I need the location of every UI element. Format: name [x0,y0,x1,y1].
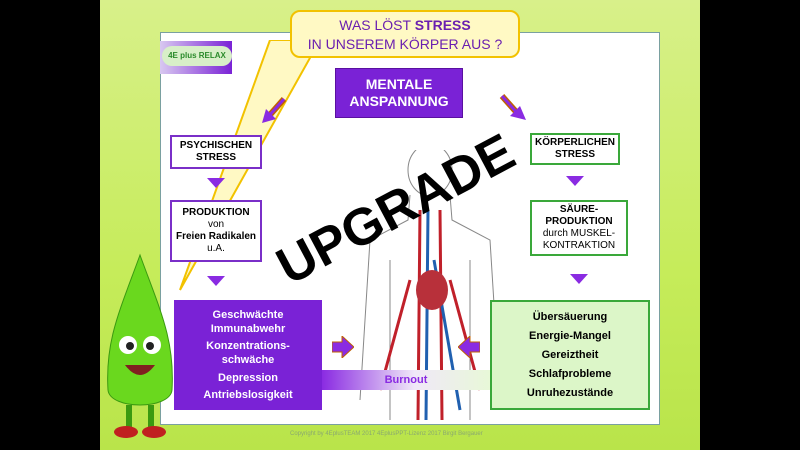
text: STRESS [554,149,595,160]
logo: 4E plus RELAX [162,46,232,66]
arrow-right-icon [332,336,354,358]
title-line2: IN UNSEREM KÖRPER AUS ? [307,36,503,52]
center-box: MENTALE ANSPANNUNG [335,68,463,118]
arrow-down-icon [207,178,225,188]
text: Freien Radikalen [175,231,257,242]
list-item: Geschwächte Immunabwehr [210,308,286,335]
text: durch MUSKEL- [542,228,616,239]
text: PRODUKTION [545,216,613,227]
slide: WAS LÖST STRESS IN UNSEREM KÖRPER AUS ? … [100,0,700,450]
copyright: Copyright by 4EplusTEAM 2017 4EplusPPT-L… [290,431,483,437]
list-item: Konzentrations-schwäche [206,340,290,367]
free-radicals-box: PRODUKTION von Freien Radikalen u.A. [170,200,262,262]
burnout-label: Burnout [384,374,428,386]
arrow-down-icon [207,276,225,286]
text: von [207,219,225,230]
list-item: Energie-Mangel [529,330,611,343]
text: PRODUKTION [182,207,250,218]
arrow-down-icon [570,274,588,284]
burnout-bar: Burnout [322,370,490,390]
arrow-down-left-icon [262,97,287,123]
arrow-down-right-icon [499,94,526,120]
list-item: Übersäuerung [532,311,608,324]
list-item: Antriebslosigkeit [203,389,293,402]
arrow-down-icon [566,176,584,186]
text: STRESS [195,152,236,163]
center-line1: MENTALE [365,76,433,92]
text: u.A. [207,243,225,254]
text: PSYCHISCHEN [179,140,253,151]
right-effects-list: Übersäuerung Energie-Mangel Gereiztheit … [490,300,650,410]
list-item: Depression [218,371,278,384]
left-effects-list: Geschwächte Immunabwehr Konzentrations-s… [174,300,322,410]
text: KONTRAKTION [542,240,616,251]
title-bold: STRESS [414,17,471,33]
list-item: Unruhezustände [526,386,614,399]
title-callout: WAS LÖST STRESS IN UNSEREM KÖRPER AUS ? [290,10,520,58]
center-line2: ANSPANNUNG [349,93,449,109]
acid-production-box: SÄURE- PRODUKTION durch MUSKEL- KONTRAKT… [530,200,628,256]
text: KÖRPERLICHEN [534,137,615,148]
list-item: Schlafprobleme [528,367,612,380]
text: SÄURE- [559,204,599,215]
human-body-illustration [359,150,501,420]
list-item: Gereiztheit [541,348,599,361]
arrow-left-icon [458,336,480,358]
mascot-illustration [107,253,173,438]
title-prefix: WAS LÖST [339,17,415,33]
